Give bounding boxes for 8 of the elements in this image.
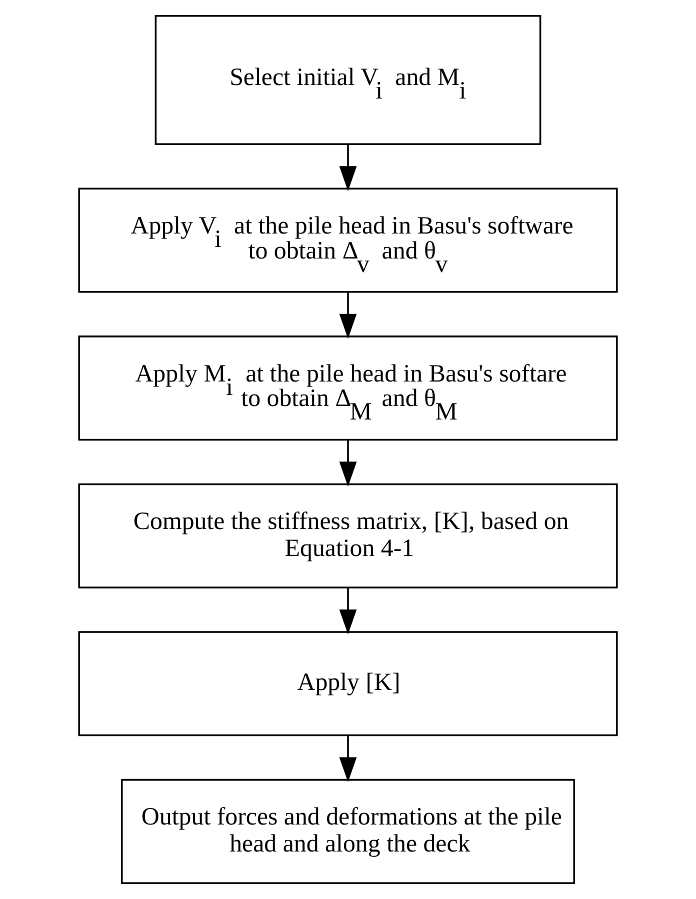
- arrow: [339, 144, 357, 192]
- node-box: Compute the stiffness matrix, [K], based on Equation 4-1: [78, 483, 618, 588]
- node-box: Output forces and deformations at the pile head and along the deck: [120, 778, 576, 884]
- arrow: [339, 292, 357, 339]
- arrow: [339, 736, 357, 782]
- node-box: Apply [K]: [78, 631, 618, 736]
- arrow: [339, 440, 357, 487]
- arrow: [339, 588, 357, 634]
